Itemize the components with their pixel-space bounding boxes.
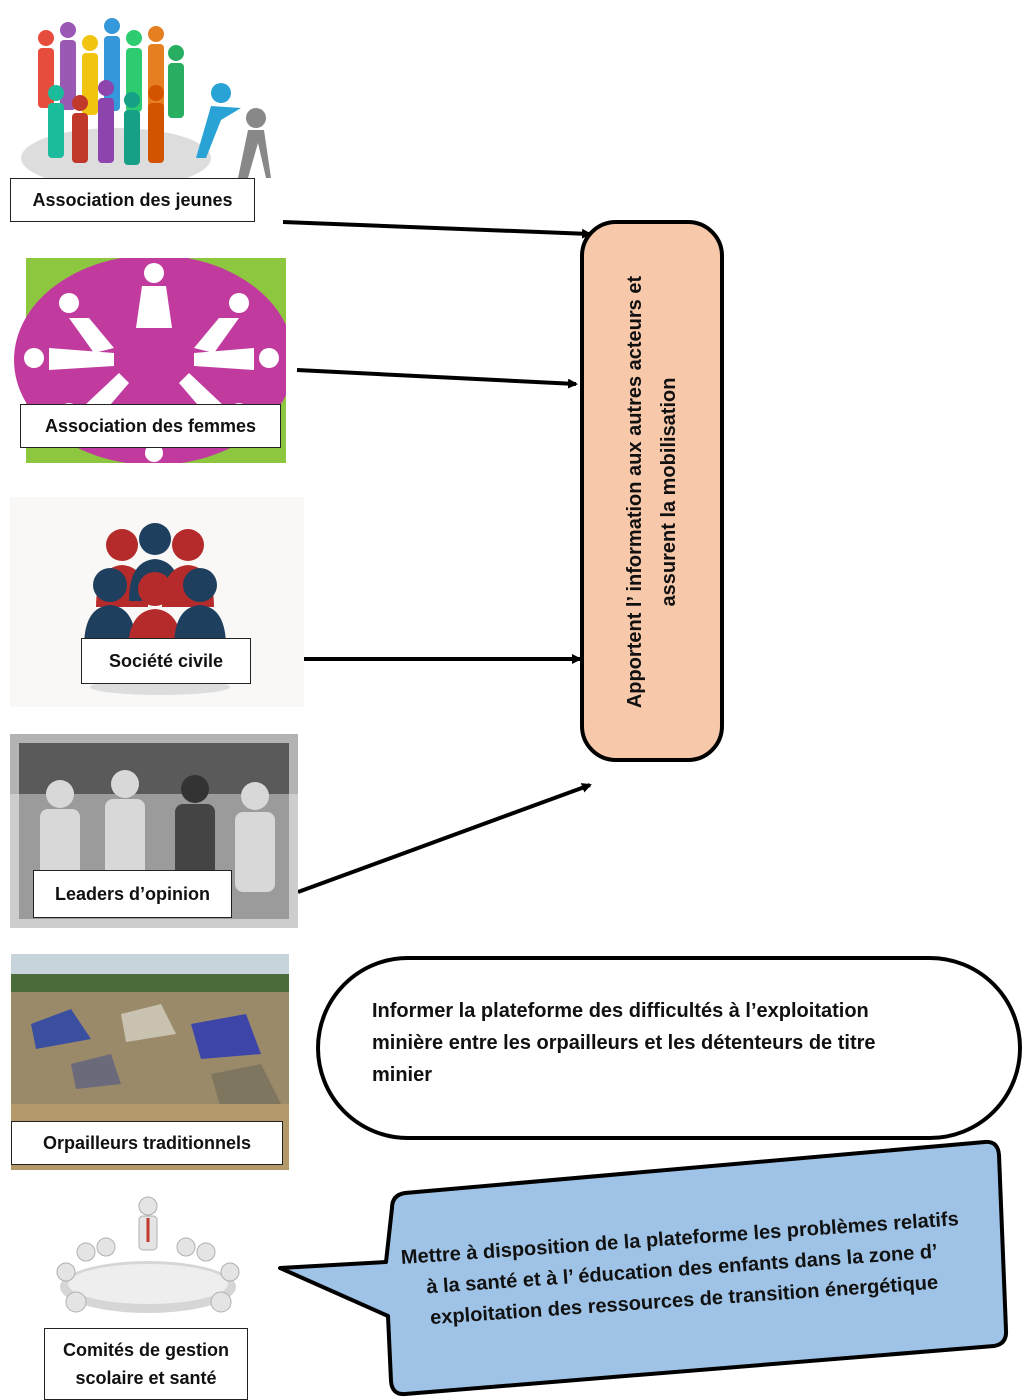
tents-icon <box>31 1004 281 1109</box>
arrow-femmes <box>296 368 578 389</box>
callout-shape <box>278 1139 1009 1397</box>
source-label-comites: Comités de gestion scolaire et santé <box>44 1328 248 1400</box>
arrow-leaders <box>297 783 592 894</box>
helping-hand-icon <box>196 83 271 178</box>
center-box <box>580 220 724 762</box>
arrow-jeunes <box>282 220 592 239</box>
oval-note-text: Informer la plateforme des difficultés à… <box>372 1000 876 1086</box>
source-label-orpailleurs: Orpailleurs traditionnels <box>11 1121 283 1165</box>
source-label-femmes: Association des femmes <box>20 404 281 448</box>
oval-note <box>316 956 1022 1140</box>
source-label-societe: Société civile <box>81 638 251 684</box>
meeting-people-icon <box>56 1196 240 1313</box>
women-circle-icon <box>24 263 279 462</box>
group-people-icon <box>84 523 226 652</box>
seated-people-icon <box>40 770 275 894</box>
youth-association-image <box>16 8 271 186</box>
people-crowd-icon <box>38 18 184 165</box>
center-box-text: Apportent l’ information aux autres acte… <box>624 275 680 709</box>
source-label-jeunes: Association des jeunes <box>10 178 255 222</box>
source-label-leaders: Leaders d’opinion <box>33 870 232 918</box>
committee-meeting-image <box>46 1192 250 1330</box>
